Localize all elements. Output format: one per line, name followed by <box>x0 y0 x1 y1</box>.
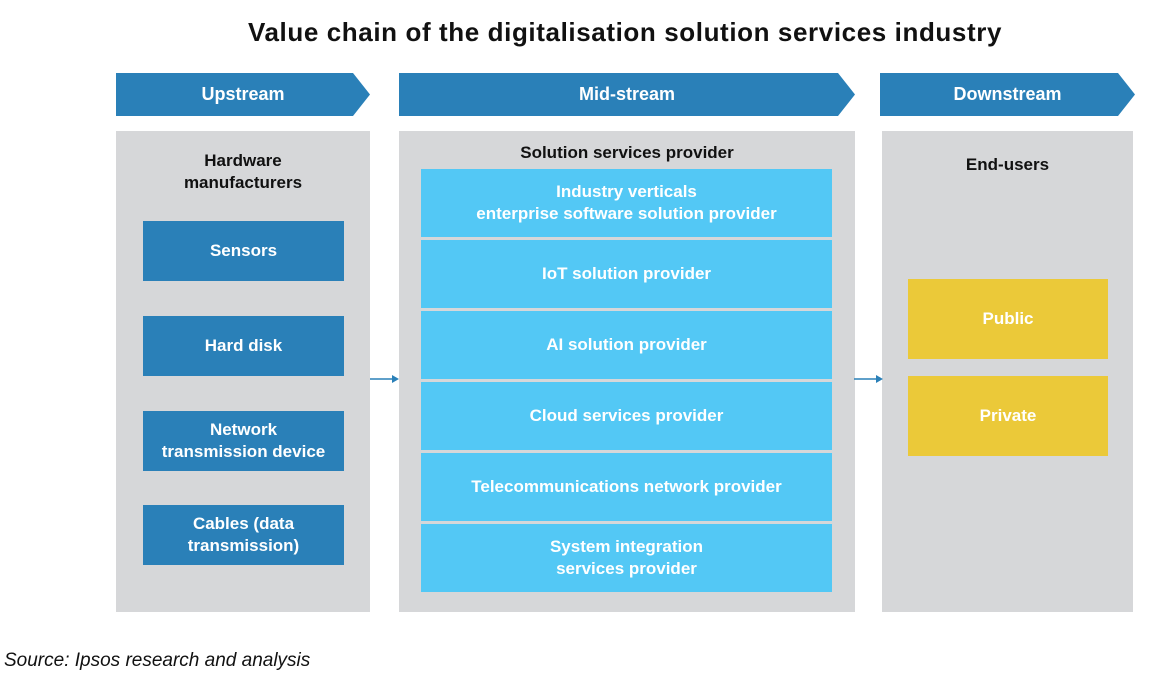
cables-box: Cables (data transmission) <box>143 505 344 565</box>
network-transmission-device-box: Network transmission device <box>143 411 344 471</box>
solution-services-provider-heading: Solution services provider <box>520 143 734 162</box>
sensors-box: Sensors <box>143 221 344 281</box>
hardware-manufacturers-heading: Hardware manufacturers <box>183 151 303 192</box>
ai-provider-box: AI solution provider <box>421 311 832 379</box>
end-users-heading: End-users <box>965 155 1050 174</box>
arrow-right-icon <box>370 375 399 383</box>
iot-provider-box: IoT solution provider <box>421 240 832 308</box>
provider-list: Industry verticals enterprise software s… <box>421 169 832 595</box>
telecom-provider-box: Telecommunications network provider <box>421 453 832 521</box>
stage-downstream: Downstream <box>880 73 1135 116</box>
diagram-title: Value chain of the digitalisation soluti… <box>247 17 1003 47</box>
midstream-panel: Solution services provider Industry vert… <box>399 131 855 612</box>
industry-verticals-provider-box: Industry verticals enterprise software s… <box>421 169 832 237</box>
arrow-right-icon <box>854 375 883 383</box>
upstream-panel: Hardware manufacturers Sensors Hard disk… <box>116 131 370 612</box>
cloud-provider-box: Cloud services provider <box>421 382 832 450</box>
hard-disk-box: Hard disk <box>143 316 344 376</box>
private-box: Private <box>908 376 1108 456</box>
public-box: Public <box>908 279 1108 359</box>
system-integration-provider-box: System integration services provider <box>421 524 832 592</box>
stage-upstream: Upstream <box>116 73 370 116</box>
stage-midstream: Mid-stream <box>399 73 855 116</box>
downstream-panel: End-users Public Private <box>882 131 1133 612</box>
source-note: Source: Ipsos research and analysis <box>4 650 311 671</box>
